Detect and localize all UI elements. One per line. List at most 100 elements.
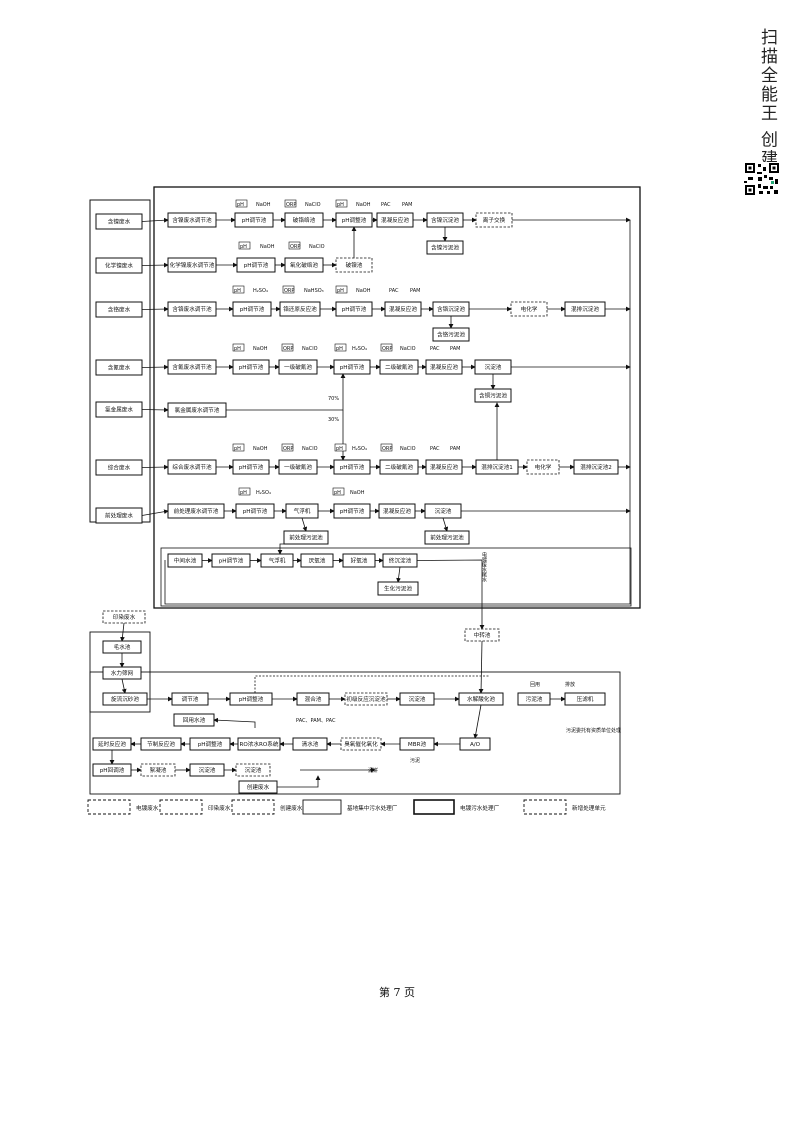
process-box-r5: RO浓水RO系统 [237,737,281,751]
reagent-tag-ratio70: 70% [328,396,339,402]
svg-text:PAC: PAC [430,446,440,452]
box-label-z7: 混凝反应池 [430,463,458,471]
process-box-z10: 混排沉淀池2 [573,459,619,475]
flow-arrow [141,262,169,268]
process-box-y14: A/O [459,737,491,751]
box-label-m4: 厌氧池 [309,557,326,565]
box-label-p3: pH调节池 [243,507,268,515]
svg-text:H₂SO₄: H₂SO₄ [253,288,268,294]
svg-text:ORP: ORP [284,288,294,294]
flow-arrow [301,517,308,532]
process-box-n3: pH调节池 [234,212,274,228]
box-label-z8: 混排沉淀池1 [481,463,513,471]
box-label-r9: pH回调池 [100,766,125,774]
central-plant-frame [89,671,621,795]
reagent-tag-orp: ORP [380,443,392,452]
legend-item-5: 新增处理单元 [523,799,606,815]
svg-text:PAM: PAM [410,288,420,294]
process-box-m1: 中间水池 [167,553,203,568]
box-label-q3: pH调节池 [239,363,264,371]
flow-arrow [442,517,449,532]
process-box-n1: 含镍废水 [95,213,143,230]
box-label-n9: 含镍污泥池 [431,244,459,252]
box-label-q6: 二级破氰池 [385,363,413,371]
process-box-r11: 沉淀池 [189,763,225,777]
reagent-tag-ph: pH [238,487,251,496]
process-box-c8: 电化学 [510,301,548,317]
box-label-c1: 含铬废水 [108,306,131,314]
svg-text:NaClO: NaClO [400,346,416,352]
reagent-tag-ratio30: 30% [328,417,339,423]
reagent-tag-orp: ORP [380,343,392,352]
box-label-h2: 化学镍废水调节池 [170,261,215,269]
box-label-c9: 混排沉淀池 [571,305,599,313]
reagent-tag-orp: ORP [281,343,293,352]
box-label-m5: 好氧池 [351,557,368,565]
reagent-tag-naoh: NaOH [350,490,365,496]
reagent-tag-pam: PAM [450,446,460,452]
svg-text:pH: pH [237,202,244,208]
box-label-n4: 破铬络池 [293,216,316,224]
flow-arrow [121,678,127,694]
process-box-n8: 离子交换 [475,212,513,228]
box-label-r4: pH调整池 [198,740,223,748]
reagent-tag-ph: pH [232,343,245,352]
svg-text:PAC: PAC [381,202,391,208]
box-label-n2: 含镍废水调节池 [172,216,212,224]
svg-text:NaClO: NaClO [400,446,416,452]
reagent-tag-reuse: 回用 [530,682,540,688]
flow-arrow [141,306,169,312]
svg-text:PAC、PAM、PAC: PAC、PAM、PAC [296,718,336,724]
svg-text:pH: pH [240,490,247,496]
process-box-r2: 延时反应池 [92,737,132,751]
process-box-y4: 旋流沉砂池 [102,692,148,706]
svg-text:pH: pH [337,288,344,294]
svg-text:pH: pH [336,446,343,452]
svg-text:ORP: ORP [286,202,296,208]
process-box-y12: 压滤机 [564,692,606,706]
process-box-y13: 中转池 [464,628,500,642]
box-label-n5: pH调整池 [342,216,367,224]
box-label-c5: pH调节池 [342,305,367,313]
reagent-tag-ph: pH [334,443,347,452]
box-label-y5: 调节池 [182,695,199,703]
process-box-y11: 污泥池 [517,692,551,706]
reagent-tag-naoh: NaOH [256,202,271,208]
process-box-r12: 沉淀池 [235,763,271,777]
process-box-n9: 含镍污泥池 [426,240,464,255]
process-box-r4: pH调整池 [189,737,231,751]
reagent-tag-orp: ORP [282,285,294,294]
process-box-c10: 含铬污泥池 [432,327,470,342]
reagent-tag-ph: pH [335,285,348,294]
reagent-tag-h2so4: H₂SO₄ [253,288,268,294]
box-label-z4: 一级破氰池 [284,463,312,471]
svg-text:pH: pH [334,490,341,496]
process-box-c9: 混排沉淀池 [564,301,606,317]
svg-text:创建废水: 创建废水 [280,804,303,812]
svg-text:新增处理单元: 新增处理单元 [572,804,606,812]
box-label-p7: 沉淀池 [435,507,452,515]
flow-arrow [141,364,169,370]
process-box-q5: pH调节池 [333,359,371,375]
sludge-line [254,675,490,693]
reagent-tag-ph: pH [235,199,248,208]
reagent-tag-pac: PAC [430,446,440,452]
box-label-k2: 氯金属废水调节池 [175,406,220,414]
process-box-r10: 絮凝池 [140,763,176,777]
svg-text:PAM: PAM [402,202,412,208]
flow-arrow [120,622,125,642]
box-label-y7: 混合池 [305,695,322,703]
box-label-m3: 气浮机 [269,557,286,565]
return-line [164,220,631,605]
box-label-y13: 中转池 [474,631,491,639]
process-box-z5: pH调节池 [333,459,371,475]
box-label-q7: 混凝反应池 [430,363,458,371]
svg-text:污泥: 污泥 [410,757,420,764]
reagent-tag-pam: PAM [450,346,460,352]
process-box-n6: 混凝反应池 [376,212,414,228]
svg-text:NaClO: NaClO [302,346,318,352]
reagent-tag-orp: ORP [288,241,300,250]
legend-item-4: 电镀污水处理厂 [413,799,500,815]
process-box-m3: 气浮机 [260,553,294,568]
reagent-tag-pac: PAC [381,202,391,208]
